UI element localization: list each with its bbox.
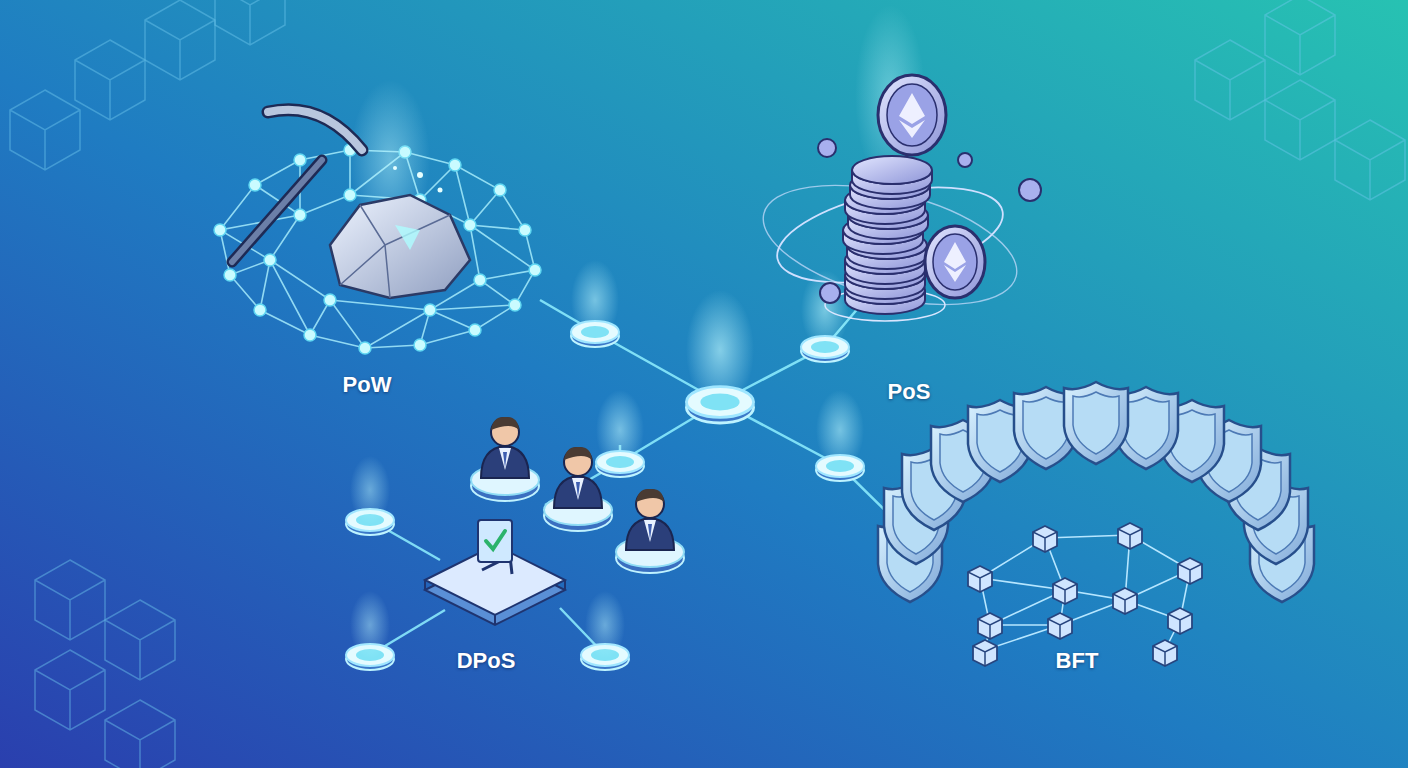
mechanism-label: DPoS	[457, 648, 516, 674]
mechanism-label: BFT	[1056, 648, 1099, 674]
mechanism-label: PoS	[888, 379, 931, 405]
mechanism-label: PoW	[343, 372, 392, 398]
